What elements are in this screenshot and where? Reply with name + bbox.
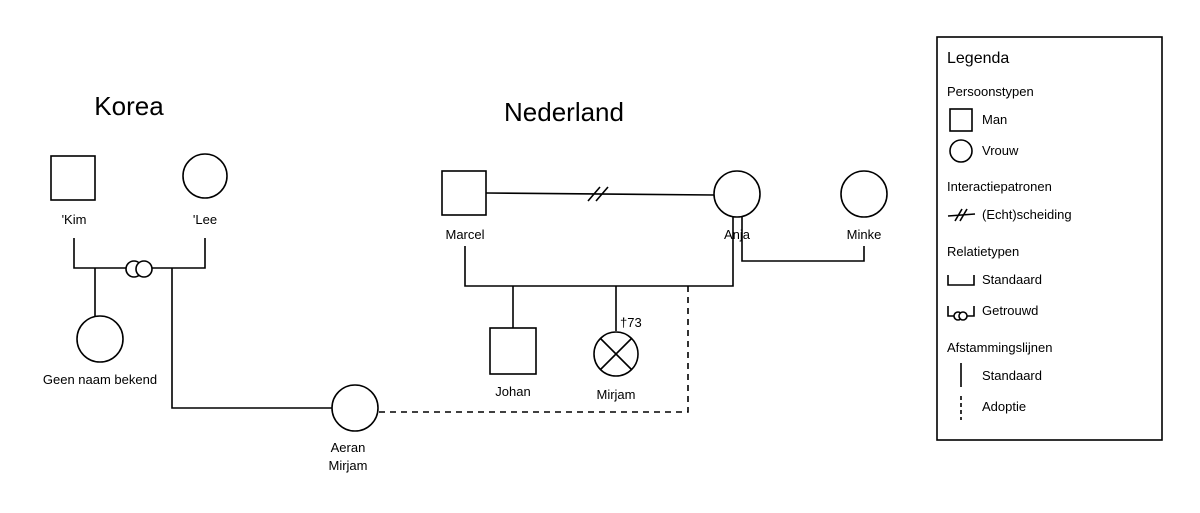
legend-person-types-heading: Persoonstypen [947, 84, 1034, 99]
legend-standard-relation-icon [947, 275, 975, 286]
person-anja-circle [713, 170, 761, 218]
divorce-slash-1 [587, 186, 601, 202]
married-ring-right [135, 260, 153, 278]
region-nederland-title: Nederland [504, 97, 624, 127]
legend: Legenda Persoonstypen Man Vrouw Interact… [936, 36, 1163, 441]
adoption-line-aeran [378, 286, 689, 413]
person-lee-label: 'Lee [193, 212, 217, 227]
person-minke-circle [840, 170, 888, 218]
person-aeran-circle [331, 384, 379, 432]
legend-man-square [949, 108, 973, 132]
descent-line-aeran [171, 268, 332, 409]
legend-married-label: Getrouwd [982, 303, 1038, 318]
legend-vrouw-circle [949, 139, 973, 163]
deceased-cross-2 [599, 337, 633, 371]
person-geen-naam-label: Geen naam bekend [43, 372, 157, 387]
legend-married-ring-right [958, 311, 968, 321]
interaction-marcel-anja-divorce-line [485, 192, 715, 196]
legend-title: Legenda [947, 50, 1009, 67]
legend-descent-heading: Afstammingslijnen [947, 340, 1053, 355]
relation-marcel-anja-line [464, 217, 734, 287]
person-mirjam-label: Mirjam [597, 387, 636, 402]
legend-standard-relation-label: Standaard [982, 272, 1042, 287]
legend-vrouw-label: Vrouw [982, 143, 1019, 158]
divorce-slash-2 [595, 186, 609, 202]
legend-divorce-line [947, 213, 976, 217]
legend-relation-heading: Relatietypen [947, 244, 1019, 259]
person-johan-square [489, 327, 537, 375]
relation-anja-minke-line [741, 217, 865, 262]
person-johan-label: Johan [495, 384, 530, 399]
legend-man-label: Man [982, 112, 1007, 127]
legend-divorce-slash-1 [954, 208, 963, 222]
legend-divorce-slash-2 [959, 208, 968, 222]
person-anja-label: Anja [724, 227, 751, 242]
person-minke-label: Minke [847, 227, 882, 242]
person-lee-circle [182, 153, 228, 199]
person-mirjam-death-age: †73 [620, 315, 642, 330]
person-marcel-label: Marcel [445, 227, 484, 242]
legend-adoption-label: Adoptie [982, 399, 1026, 414]
person-kim-label: 'Kim [62, 212, 87, 227]
legend-divorce-label: (Echt)scheiding [982, 207, 1072, 222]
person-aeran-label-line2: Mirjam [329, 458, 368, 473]
person-geen-naam-circle [76, 315, 124, 363]
legend-standard-descent-label: Standaard [982, 368, 1042, 383]
region-korea-title: Korea [94, 91, 164, 121]
person-aeran-label-line1: Aeran [331, 440, 366, 455]
legend-interaction-heading: Interactiepatronen [947, 179, 1052, 194]
person-kim-square [50, 155, 96, 201]
person-marcel-square [441, 170, 487, 216]
legend-box [936, 36, 1163, 441]
